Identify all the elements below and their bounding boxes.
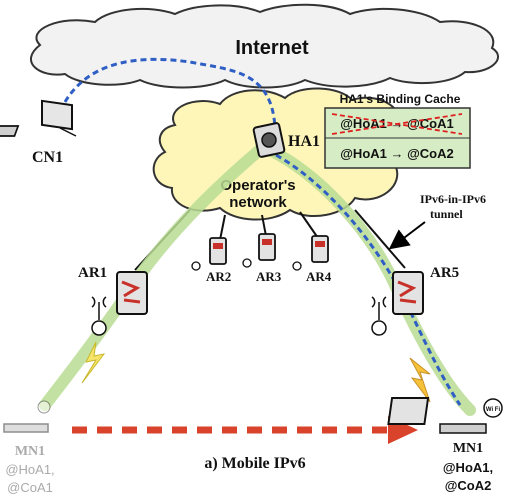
tunnel-blue-ha-to-mn [275, 153, 462, 406]
mn1-new-name: MN1 [453, 441, 483, 456]
lightning-bolt-left-icon [81, 341, 106, 384]
ar5-wifi-antenna-icon [371, 296, 387, 336]
tunnel-pointer-arrow [388, 221, 426, 250]
mn1-old-name: MN1 [15, 444, 45, 459]
ar1-router-icon [116, 271, 148, 315]
binding-cache: HA1's Binding Cache @HoA1 → @CoA1 @HoA1 … [324, 92, 471, 169]
mn1-new-addr1: @HoA1, [443, 460, 493, 475]
ar2-label: AR2 [206, 269, 231, 284]
tunnel-label-line2: tunnel [430, 207, 463, 221]
mn1-old-addr1: @HoA1, [5, 462, 54, 477]
internet-cloud [30, 3, 499, 89]
figure-caption: a) Mobile IPv6 [204, 455, 305, 472]
binding-cache-title: HA1's Binding Cache [340, 92, 461, 106]
cn1-computer-icon [0, 99, 77, 137]
operator-label-line1: Operator's [220, 177, 295, 194]
mn1-old-laptop-icon [3, 400, 51, 433]
ar4-router-icon [292, 235, 329, 271]
mn1-wifi-badge: Wi Fi [486, 407, 501, 413]
ha1-router-icon [252, 122, 286, 158]
ar5-label: AR5 [430, 265, 459, 281]
tunnel-blue-cn-to-ha [63, 57, 277, 129]
operator-label-line2: network [229, 194, 287, 211]
lightning-bolt-right-icon [409, 357, 431, 403]
mn1-old-addr2: @CoA1 [7, 480, 53, 495]
internet-label: Internet [235, 37, 309, 59]
ar3-router-icon [242, 233, 276, 268]
ar5-router-icon [392, 271, 424, 315]
cn1-label: CN1 [32, 149, 63, 166]
mn1-new-laptop-icon: Wi Fi [387, 397, 503, 434]
ha1-label: HA1 [288, 133, 320, 150]
binding-cache-new-entry: @HoA1 → @CoA2 [340, 146, 453, 161]
ar3-label: AR3 [256, 269, 282, 284]
ar2-router-icon [191, 237, 227, 271]
ar4-label: AR4 [306, 269, 332, 284]
strike-line-2 [331, 113, 463, 135]
ar1-label: AR1 [78, 265, 107, 281]
mn1-new-addr2: @CoA2 [445, 478, 492, 493]
movement-arrow [72, 416, 418, 444]
ar1-wifi-antenna-icon [91, 296, 107, 336]
tunnel-label-line1: IPv6-in-IPv6 [420, 192, 486, 206]
